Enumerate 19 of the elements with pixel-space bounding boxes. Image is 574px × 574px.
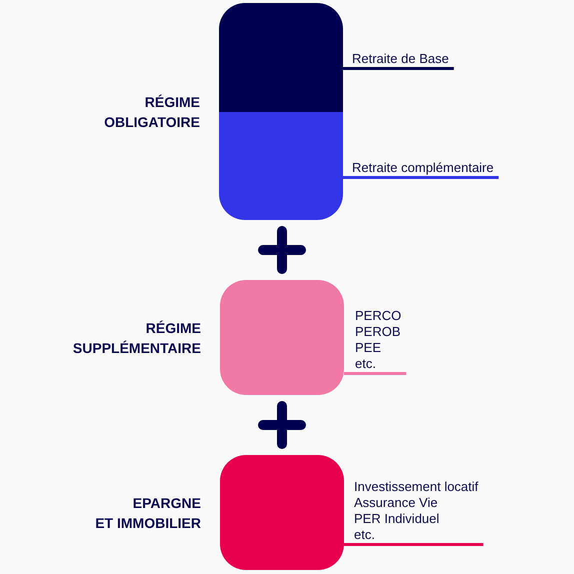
- leader-line: [343, 176, 499, 179]
- category-heading: RÉGIME OBLIGATOIRE: [104, 92, 200, 132]
- leader-line: [344, 372, 406, 375]
- list-item: PER Individuel: [354, 511, 440, 527]
- upper-segment: [219, 3, 343, 112]
- category-heading: EPARGNE ET IMMOBILIER: [95, 494, 201, 532]
- leader-line: [343, 67, 454, 70]
- list-item: etc.: [354, 527, 376, 543]
- list-item: Assurance Vie: [354, 495, 439, 511]
- list-item: etc.: [355, 356, 377, 372]
- leader-line: [344, 543, 484, 546]
- callout-label: Retraite complémentaire: [352, 160, 494, 176]
- list-item: PEE: [355, 340, 382, 356]
- list-item: PEROB: [355, 324, 402, 340]
- list-item: Investissement locatif: [354, 479, 478, 495]
- category-heading: RÉGIME SUPPLÉMENTAIRE: [72, 318, 201, 358]
- list-item: PERCO: [355, 308, 402, 324]
- lower-segment: [219, 112, 343, 220]
- callout-label: Retraite de Base: [352, 51, 449, 67]
